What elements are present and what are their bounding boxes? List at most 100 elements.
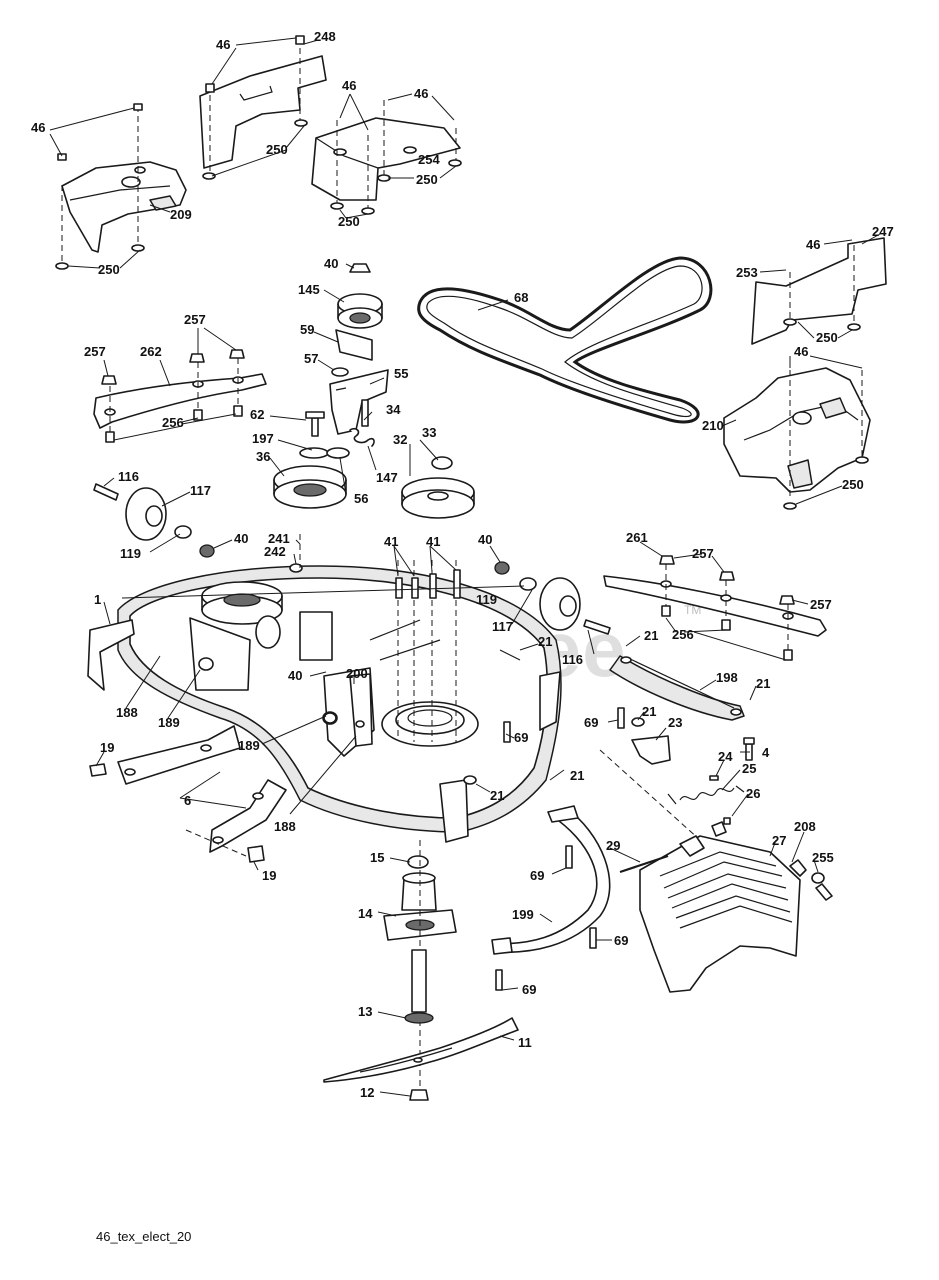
- callout-40: 40: [288, 668, 302, 683]
- callout-210: 210: [702, 418, 724, 433]
- blade-11: [323, 1017, 519, 1101]
- discharge-chute-27: [619, 821, 833, 993]
- callout-199: 199: [512, 907, 534, 922]
- callout-15: 15: [370, 850, 384, 865]
- callout-40: 40: [478, 532, 492, 547]
- callout-40: 40: [324, 256, 338, 271]
- callout-46: 46: [414, 86, 428, 101]
- callout-57: 57: [304, 351, 318, 366]
- callout-6: 6: [184, 793, 191, 808]
- callout-21: 21: [642, 704, 656, 719]
- callout-21: 21: [490, 788, 504, 803]
- callout-254: 254: [418, 152, 440, 167]
- callout-248: 248: [314, 29, 336, 44]
- callout-62: 62: [250, 407, 264, 422]
- callout-leaders: [49, 37, 881, 1097]
- suspension-bar-261: [603, 555, 827, 661]
- hanger-bracket-200: [323, 673, 373, 747]
- front-link-6-lower: [185, 779, 287, 863]
- callout-198: 198: [716, 670, 738, 685]
- callout-69: 69: [614, 933, 628, 948]
- callout-208: 208: [794, 819, 816, 834]
- spindle-shaft-13: [404, 949, 434, 1024]
- baffle-198: [609, 655, 745, 721]
- callout-189: 189: [158, 715, 180, 730]
- callout-46: 46: [216, 37, 230, 52]
- callout-116: 116: [118, 469, 139, 484]
- callout-4: 4: [762, 745, 770, 760]
- callout-117: 117: [190, 483, 211, 498]
- front-link-6-upper: [89, 725, 241, 785]
- callout-68: 68: [514, 290, 528, 305]
- callout-253: 253: [736, 265, 758, 280]
- callout-33: 33: [422, 425, 436, 440]
- callout-209: 209: [170, 207, 192, 222]
- callout-257: 257: [810, 597, 832, 612]
- callout-55: 55: [394, 366, 408, 381]
- callout-23: 23: [668, 715, 682, 730]
- gauge-wheel-right-117: [494, 561, 611, 635]
- callout-200: 200: [346, 666, 368, 681]
- callout-250: 250: [842, 477, 864, 492]
- callout-188: 188: [116, 705, 138, 720]
- callout-250: 250: [98, 262, 120, 277]
- spring-25: [599, 749, 745, 841]
- callout-46: 46: [794, 344, 808, 359]
- callout-46: 46: [806, 237, 820, 252]
- idler-pulley-145: [331, 263, 383, 377]
- callout-29: 29: [606, 838, 620, 853]
- callout-11: 11: [518, 1035, 532, 1050]
- spindle-assembly-14: [383, 840, 457, 1100]
- callout-257: 257: [692, 546, 714, 561]
- callout-256: 256: [162, 415, 184, 430]
- callout-255: 255: [812, 850, 834, 865]
- callout-21: 21: [644, 628, 658, 643]
- callout-41: 41: [426, 534, 440, 549]
- callout-147: 147: [376, 470, 398, 485]
- pulley-32: [401, 456, 475, 519]
- callout-13: 13: [358, 1004, 372, 1019]
- callout-262: 262: [140, 344, 162, 359]
- callout-34: 34: [386, 402, 401, 417]
- callout-26: 26: [746, 786, 760, 801]
- suspension-bar-262: [93, 349, 267, 443]
- callout-250: 250: [266, 142, 288, 157]
- drawing-reference-code: 46_tex_elect_20: [96, 1229, 192, 1244]
- callout-14: 14: [358, 906, 373, 921]
- callout-56: 56: [354, 491, 368, 506]
- callout-69: 69: [530, 868, 544, 883]
- callout-40: 40: [234, 531, 248, 546]
- belt-guard-209: [55, 103, 187, 270]
- idler-arm-55: [299, 369, 389, 459]
- pulley-36: [273, 465, 347, 509]
- callout-69: 69: [584, 715, 598, 730]
- shield-247: [751, 237, 887, 345]
- callout-247: 247: [872, 224, 894, 239]
- callout-257: 257: [184, 312, 206, 327]
- callout-24: 24: [718, 749, 733, 764]
- mower-deck-housing: [87, 534, 562, 843]
- callout-241: 241: [268, 531, 290, 546]
- callout-41: 41: [384, 534, 398, 549]
- gauge-wheel-left-117: [93, 483, 215, 558]
- callout-32: 32: [393, 432, 407, 447]
- callout-36: 36: [256, 449, 270, 464]
- shield-248: [199, 35, 327, 180]
- rear-cover-210: [723, 367, 871, 510]
- callout-188: 188: [274, 819, 296, 834]
- callout-59: 59: [300, 322, 314, 337]
- callout-1: 1: [94, 592, 101, 607]
- bracket-23: [631, 717, 755, 765]
- callout-27: 27: [772, 833, 786, 848]
- cover-254: [311, 100, 462, 215]
- callout-119: 119: [120, 546, 141, 561]
- callout-250: 250: [416, 172, 438, 187]
- callout-189: 189: [238, 738, 260, 753]
- callout-117: 117: [492, 619, 513, 634]
- callout-21: 21: [538, 634, 552, 649]
- callout-21: 21: [570, 768, 584, 783]
- callout-250: 250: [338, 214, 360, 229]
- callout-261: 261: [626, 530, 648, 545]
- callout-69: 69: [522, 982, 536, 997]
